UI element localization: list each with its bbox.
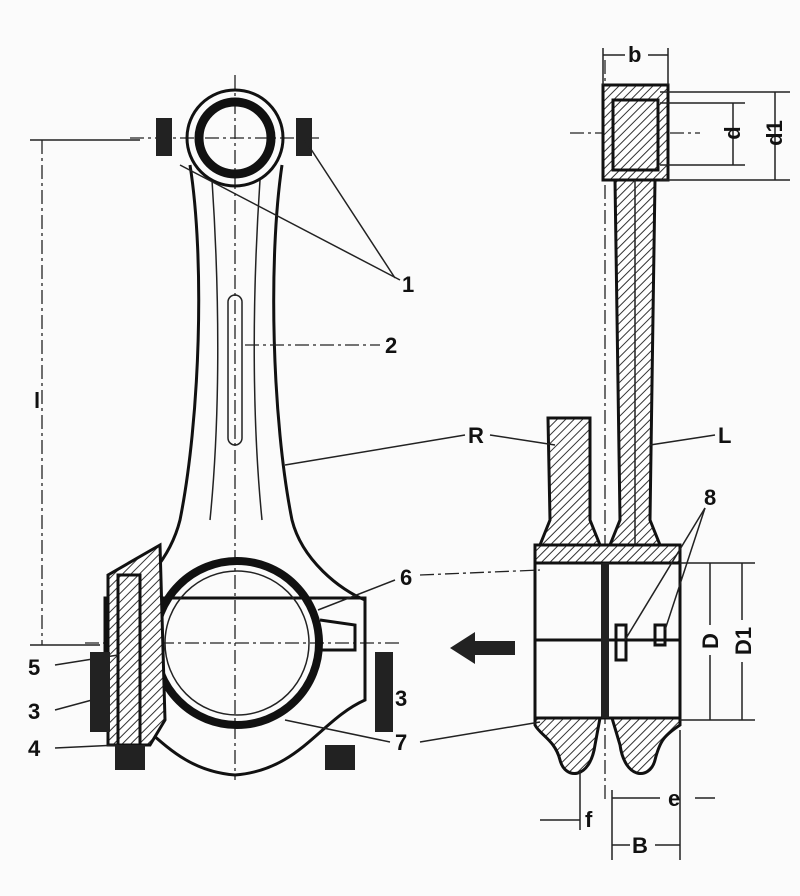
dimension-e-label: e [668,786,680,811]
label-3-right: 3 [395,686,407,711]
label-L: L [718,423,731,448]
length-dimension: l [30,139,140,646]
dimension-B-label: B [632,833,648,858]
label-3-left: 3 [28,699,40,724]
dimension-b-label: b [628,42,641,67]
dimension-d-label: d [720,126,745,139]
label-R: R [468,423,484,448]
dimension-D1-label: D1 [731,627,756,655]
label-4: 4 [28,736,41,761]
dimension-l-label: l [34,388,40,413]
side-dimensions: b d d1 D D1 f e B [540,42,790,860]
dimension-d1-label: d1 [762,120,787,146]
direction-arrow-icon [450,632,515,664]
dimension-D-label: D [698,633,723,649]
label-7: 7 [395,730,407,755]
front-view [85,75,400,780]
dimension-f-label: f [585,807,593,832]
label-8: 8 [704,485,716,510]
label-1: 1 [402,272,414,297]
callouts: 1 2 R L 8 6 5 3 3 4 7 [28,139,731,761]
side-view [450,60,700,800]
label-6: 6 [400,565,412,590]
label-5: 5 [28,655,40,680]
label-2: 2 [385,333,397,358]
